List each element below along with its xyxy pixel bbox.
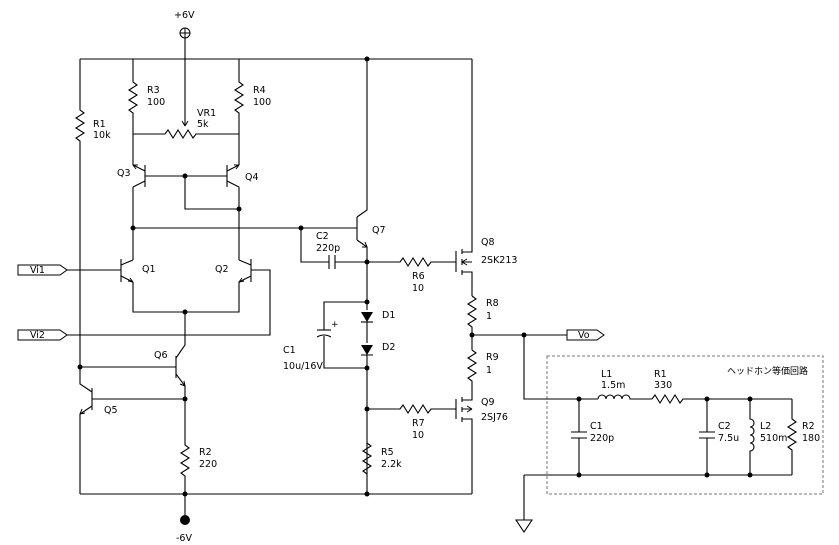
r9-ref: R9 [486,352,499,363]
svg-text:+: + [331,320,339,330]
r5-value: 2.2k [381,459,402,470]
vo-label: Vo [578,330,590,341]
vi2-input-port: Vi2 [17,329,68,341]
q6-transistor: Q6 [80,312,186,387]
vo-output-port: Vo [566,329,605,341]
hp-r2-resistor: R2 180 [786,399,820,475]
q2-transistor: Q2 [215,259,252,283]
d1-diode: D1 [361,260,395,323]
r8-value: 1 [486,311,492,322]
r1-resistor: R1 10k [74,59,111,365]
hp-c1-capacitor: C1 220p [571,399,614,475]
q1-ref: Q1 [142,264,156,275]
hp-l2-inductor: L2 510m [749,399,787,475]
q5-ref: Q5 [104,405,118,416]
r4-ref: R4 [253,85,266,96]
hp-r2-ref: R2 [802,421,815,432]
hp-l1-value: 1.5m [601,380,625,391]
q7-ref: Q7 [372,225,386,236]
hp-r2-value: 180 [802,433,820,444]
hp-c2-value: 7.5u [718,433,739,444]
r8-ref: R8 [486,298,499,309]
r9-resistor: R9 1 [466,349,499,398]
hp-r1-ref: R1 [654,369,667,380]
r4-value: 100 [253,97,271,108]
c2-ref: C2 [316,231,329,242]
q9-ref: Q9 [481,397,495,408]
r8-resistor: R8 1 [466,295,499,350]
r6-value: 10 [412,283,424,294]
r6-resistor: R6 10 [367,256,456,294]
headphone-equivalent-box: ヘッドホン等価回路 [546,355,824,495]
q3-ref: Q3 [117,168,131,179]
positive-supply-terminal: +6V [174,10,195,39]
q5-transistor: Q5 [79,365,185,494]
r1-ref: R1 [93,119,106,130]
hp-r1-value: 330 [654,380,672,391]
d2-diode: D2 [361,322,395,494]
c1-value: 10u/16V [283,361,323,372]
q4-transistor: Q4 [185,164,259,188]
c2-value: 220p [316,243,340,254]
hp-r1-resistor: R1 330 [651,369,792,405]
r1-value: 10k [93,130,111,141]
c1-capacitor: + C1 10u/16V [283,301,367,372]
hp-l1-inductor: L1 1.5m [597,369,652,400]
q3-transistor: Q3 [117,164,185,188]
d1-ref: D1 [382,310,395,321]
negative-supply-terminal: -6V [176,515,192,544]
vr1-value: 5k [197,119,209,130]
positive-supply-label: +6V [174,10,195,21]
q9-mosfet: Q9 2SJ76 [455,397,508,494]
bottom-rail [80,493,472,515]
vi1-label: Vi1 [30,265,45,276]
vi1-input-port: Vi1 [17,264,68,276]
headphone-title: ヘッドホン等価回路 [727,365,808,377]
r3-value: 100 [147,97,165,108]
r2-resistor: R2 220 [179,386,217,494]
hp-c2-capacitor: C2 7.5u [699,399,739,475]
q8-mosfet: Q8 2SK213 [455,59,517,296]
q8-value: 2SK213 [481,255,517,266]
c1-ref: C1 [283,345,296,356]
q8-ref: Q8 [481,237,495,248]
hp-l2-ref: L2 [760,421,771,432]
r6-ref: R6 [412,271,425,282]
q9-value: 2SJ76 [481,412,508,423]
r7-ref: R7 [412,418,425,429]
vi2-label: Vi2 [30,330,45,341]
r7-value: 10 [412,430,424,441]
hp-c1-ref: C1 [590,421,603,432]
r5-resistor: R5 2.2k [361,442,402,475]
hp-l1-ref: L1 [601,369,612,380]
top-rail [80,38,472,60]
r2-ref: R2 [199,447,212,458]
r4-resistor: R4 100 [233,59,271,165]
hp-c1-value: 220p [590,433,614,444]
q7-transistor: Q7 [356,59,386,260]
ground-symbol [514,475,534,533]
r7-resistor: R7 10 [367,403,456,441]
c2-capacitor: C2 220p [300,228,367,269]
q1-transistor: Q1 [120,259,156,283]
r3-resistor: R3 100 [127,59,165,165]
hp-l2-value: 510m [760,433,787,444]
q2-ref: Q2 [215,264,229,275]
vr1-potentiometer: VR1 5k [133,59,239,140]
hp-c2-ref: C2 [718,421,731,432]
r3-ref: R3 [147,85,160,96]
r2-value: 220 [199,459,217,470]
q4-ref: Q4 [245,172,259,183]
d2-ref: D2 [382,342,395,353]
vr1-ref: VR1 [197,108,216,119]
r5-ref: R5 [381,447,394,458]
r9-value: 1 [486,365,492,376]
negative-supply-label: -6V [176,533,192,544]
q6-ref: Q6 [154,350,168,361]
